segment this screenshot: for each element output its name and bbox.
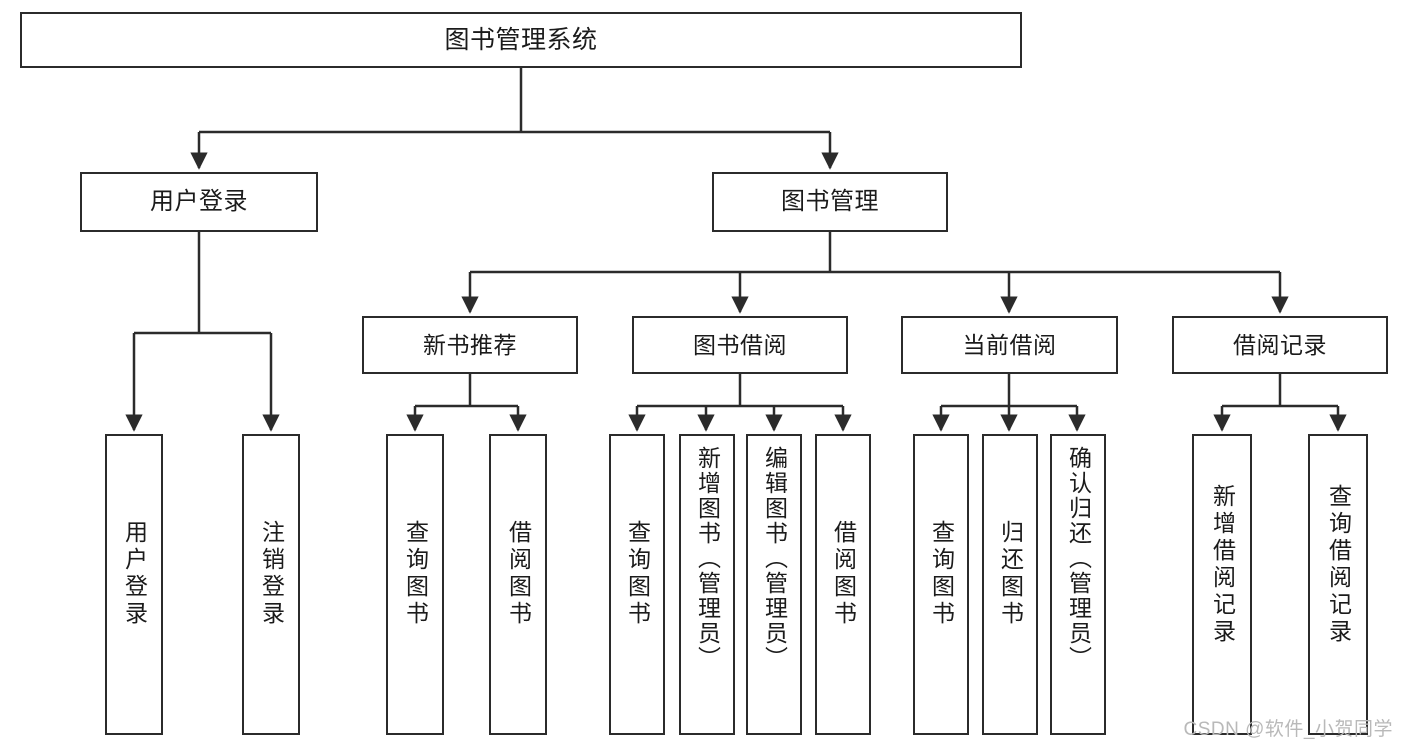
node-label: 当前借阅 [962, 331, 1057, 358]
leaf-new-book-query-book[interactable]: 查询图书 [386, 434, 444, 735]
node-label: 注销登录 [258, 520, 285, 628]
node-label: 查询图书 [402, 520, 429, 628]
leaf-book-borrow-borrow-book[interactable]: 借阅图书 [815, 434, 871, 735]
node-new-book-recommend[interactable]: 新书推荐 [362, 316, 578, 374]
leaf-book-borrow-edit-book-admin[interactable]: 编辑图书（管理员） [746, 434, 802, 735]
node-book-borrow[interactable]: 图书借阅 [632, 316, 848, 374]
node-label: 用户登录 [121, 520, 148, 628]
node-label: 用户登录 [150, 188, 248, 216]
node-label: 新增图书（管理员） [694, 446, 721, 671]
node-user-login[interactable]: 用户登录 [80, 172, 318, 232]
leaf-book-borrow-query-book[interactable]: 查询图书 [609, 434, 665, 735]
leaf-user-login-logout[interactable]: 注销登录 [242, 434, 300, 735]
node-label: 借阅记录 [1233, 331, 1327, 358]
leaf-current-borrow-confirm-return-admin[interactable]: 确认归还（管理员） [1050, 434, 1106, 735]
leaf-user-login-login[interactable]: 用户登录 [105, 434, 163, 735]
node-label: 借阅图书 [830, 520, 857, 628]
csdn-watermark: CSDN @软件_小贺同学 [1183, 719, 1393, 740]
leaf-current-borrow-return-book[interactable]: 归还图书 [982, 434, 1038, 735]
node-label: 编辑图书（管理员） [761, 446, 788, 671]
leaf-current-borrow-query-book[interactable]: 查询图书 [913, 434, 969, 735]
leaf-new-book-borrow-book[interactable]: 借阅图书 [489, 434, 547, 735]
leaf-borrow-record-add-record[interactable]: 新增借阅记录 [1192, 434, 1252, 735]
node-label: 确认归还（管理员） [1065, 446, 1092, 671]
node-current-borrow[interactable]: 当前借阅 [901, 316, 1118, 374]
node-label: 新书推荐 [423, 331, 517, 358]
node-label: 新增借阅记录 [1209, 484, 1236, 646]
node-label: 图书管理 [781, 188, 879, 216]
leaf-borrow-record-query-record[interactable]: 查询借阅记录 [1308, 434, 1368, 735]
node-book-management[interactable]: 图书管理 [712, 172, 948, 232]
node-borrow-record[interactable]: 借阅记录 [1172, 316, 1388, 374]
node-label: 图书管理系统 [444, 25, 598, 54]
node-label: 查询图书 [624, 520, 651, 628]
node-root-book-management-system[interactable]: 图书管理系统 [20, 12, 1022, 68]
leaf-book-borrow-add-book-admin[interactable]: 新增图书（管理员） [679, 434, 735, 735]
node-label: 图书借阅 [693, 331, 787, 358]
node-label: 借阅图书 [505, 520, 532, 628]
node-label: 归还图书 [997, 520, 1024, 628]
node-label: 查询图书 [928, 520, 955, 628]
node-label: 查询借阅记录 [1325, 484, 1352, 646]
